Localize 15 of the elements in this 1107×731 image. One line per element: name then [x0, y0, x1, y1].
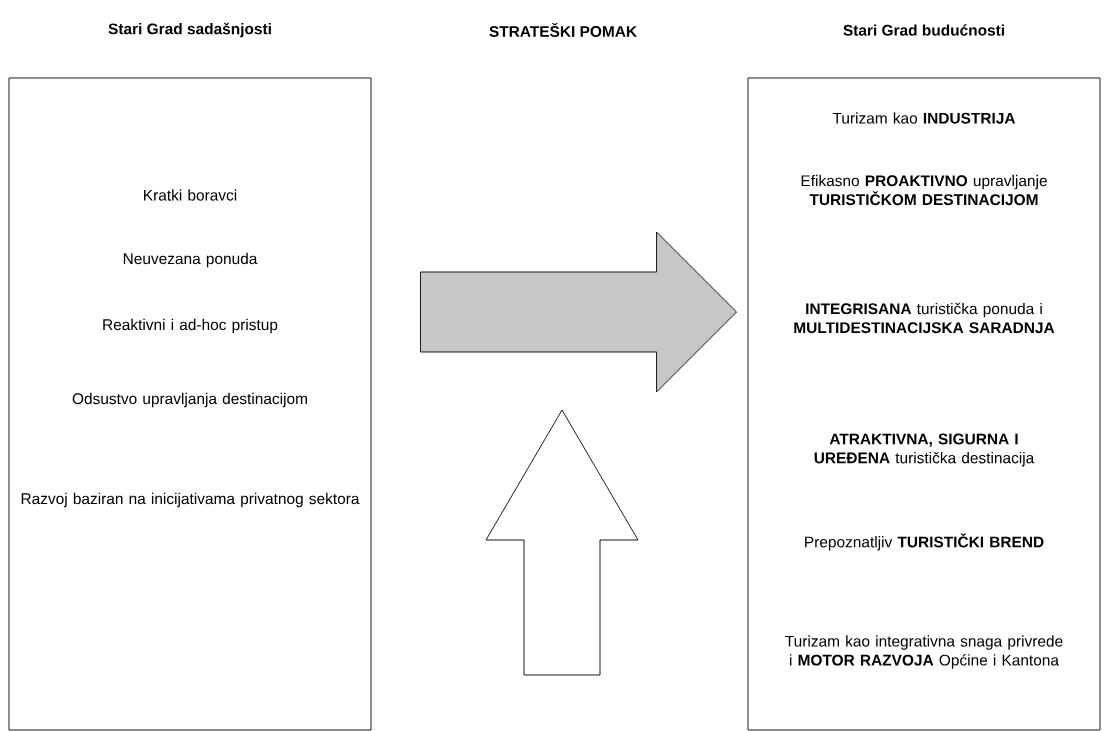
block-arrow	[420, 231, 737, 393]
center-heading: STRATEŠKI POMAK	[489, 23, 637, 37]
list-item: Turizam kao integrativna snaga privrede i MOTOR RAZVOJA Općine i Kantona	[785, 635, 1063, 669]
list-item: Odsustvo upravljanja destinacijom	[72, 392, 307, 408]
list-item: ATRAKTIVNA, SIGURNA I UREĐENA turistička destinacija	[814, 433, 1035, 467]
column-heading: Stari Grad sadašnjosti	[108, 22, 271, 38]
list-item: Neuvezana ponuda	[123, 252, 258, 268]
column-heading: Stari Grad budućnosti	[843, 24, 1004, 36]
list-item: Razvoj baziran na inicijativama privatnog sektora	[21, 492, 360, 508]
list-item: Turizam kao INDUSTRIJA	[832, 112, 1016, 124]
list-item: INTEGRISANA turistička ponuda i MULTIDESTINACIJSKA SARADNJA	[794, 302, 1055, 334]
list-item: Prepoznatljiv TURISTIČKI BREND	[805, 533, 1044, 551]
list-item: Efikasno PROAKTIVNO upravljanje TURISTIČKOM DESTINACIJOM	[801, 174, 1047, 206]
list-item: Kratki boravci	[144, 189, 237, 201]
list-item: Reaktivni i ad-hoc pristup	[103, 318, 278, 334]
